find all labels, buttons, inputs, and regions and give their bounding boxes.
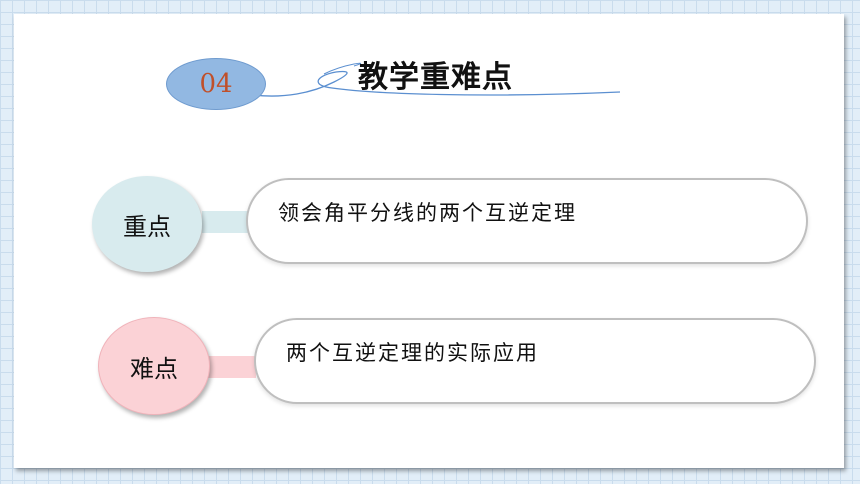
section-number-badge: 04: [166, 58, 266, 110]
difficult-point-tag-label: 难点: [130, 354, 178, 383]
slide: 04 教学重难点 重点 领会角平分线的两个互逆定理 难点 两个互逆定理的实际应用: [14, 14, 844, 468]
page-title: 教学重难点: [358, 60, 513, 95]
difficult-point-box: 两个互逆定理的实际应用: [254, 318, 816, 404]
difficult-point-connector: [206, 356, 256, 378]
title-swirl-decoration: [245, 62, 621, 97]
key-point-connector: [202, 211, 248, 233]
section-number: 04: [199, 69, 233, 99]
key-point-tag: 重点: [92, 176, 202, 272]
difficult-point-tag: 难点: [98, 317, 210, 415]
key-point-tag-label: 重点: [123, 212, 171, 241]
key-point-text: 领会角平分线的两个互逆定理: [278, 201, 577, 225]
difficult-point-text: 两个互逆定理的实际应用: [286, 341, 539, 365]
key-point-box: 领会角平分线的两个互逆定理: [246, 178, 808, 264]
